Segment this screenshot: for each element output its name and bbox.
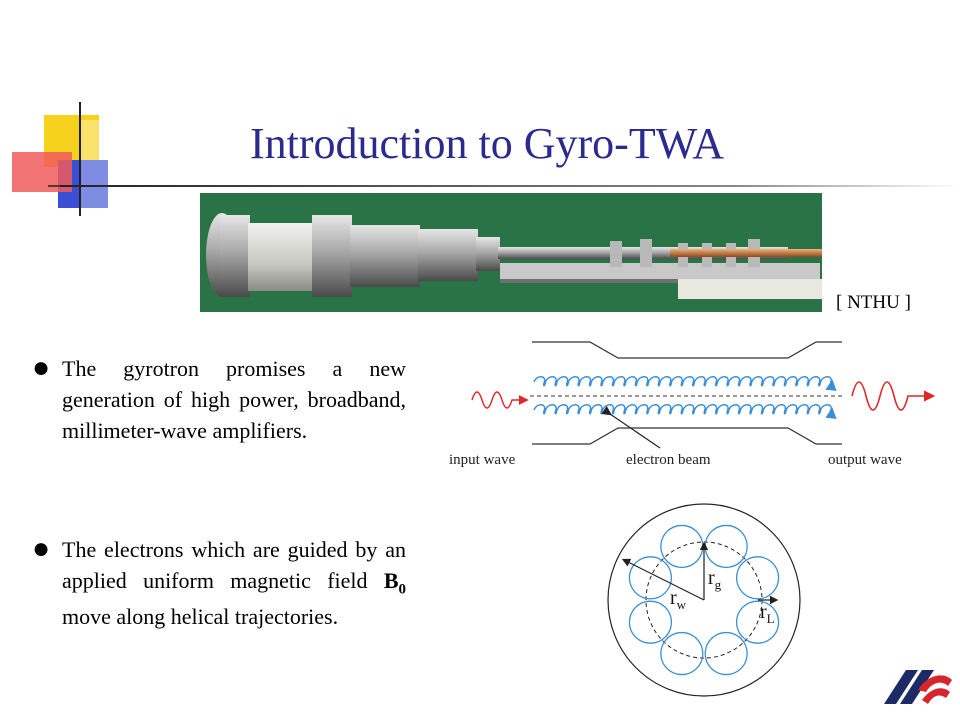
label-input-wave: input wave: [449, 452, 516, 468]
field-subscript: 0: [398, 581, 407, 598]
bullet-1-text: The gyrotron promises a new generation o…: [62, 356, 406, 444]
orbit-circle: [628, 556, 673, 600]
orbit-circle: [704, 631, 748, 676]
page-title: Introduction to Gyro-TWA: [250, 119, 725, 168]
label-output-wave: output wave: [828, 452, 902, 468]
bullet-dot: ●: [32, 351, 51, 384]
bullet-2-text: The electrons which are guided by an app…: [62, 534, 406, 632]
title-rule: [60, 185, 960, 187]
university-logo: [884, 670, 952, 704]
gyrotron-photo: [200, 193, 822, 312]
svg-text:rg: rg: [708, 567, 722, 592]
svg-text:rw: rw: [670, 587, 687, 612]
orbit-circle: [660, 524, 704, 569]
bullet-2: ● The electrons which are guided by an a…: [32, 534, 406, 632]
orbit-circle: [660, 631, 704, 676]
label-electron-beam: electron beam: [626, 452, 711, 468]
orbit-circle: [628, 600, 673, 644]
bullet-2-text-after: move along helical trajectories.: [62, 603, 339, 629]
field-symbol: B: [383, 568, 399, 594]
waveguide-diagram: [471, 341, 936, 449]
cross-section-diagram: rg rw rL: [607, 503, 801, 697]
photo-credit: [ NTHU ]: [836, 292, 911, 313]
orbit-circle: [735, 556, 780, 600]
electron-orbits: [628, 524, 780, 676]
bullet-2-text-before: The electrons which are guided by an app…: [62, 537, 406, 594]
bullet-dot: ●: [32, 532, 51, 565]
decorative-squares: [12, 102, 150, 216]
svg-text:rL: rL: [760, 601, 775, 626]
bullet-1: ● The gyrotron promises a new generation…: [32, 353, 406, 447]
orbit-circle: [735, 600, 780, 644]
